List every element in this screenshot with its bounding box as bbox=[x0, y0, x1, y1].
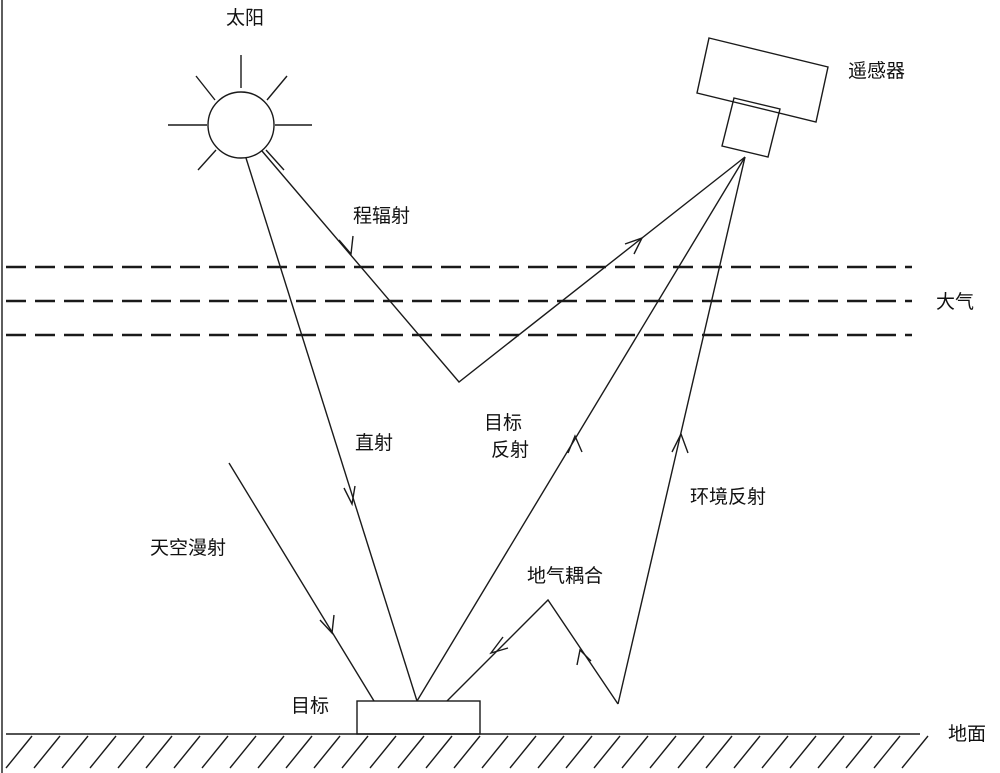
ground-hatch-line bbox=[677, 735, 705, 769]
ground-hatch-line bbox=[845, 735, 873, 769]
sun-icon bbox=[168, 55, 312, 171]
ground-hatch-line bbox=[229, 735, 257, 769]
direct-label: 直射 bbox=[355, 432, 393, 454]
coupling-arrow-icon bbox=[576, 648, 592, 666]
ground-hatch-line bbox=[173, 735, 201, 769]
sun-label: 太阳 bbox=[226, 7, 264, 29]
path-radiance-path bbox=[261, 150, 746, 383]
ground-hatch-line bbox=[33, 735, 61, 769]
ground-hatch-line bbox=[285, 735, 313, 769]
ground-hatch-line bbox=[817, 735, 845, 769]
atmosphere-label: 大气 bbox=[936, 291, 974, 313]
ground-atmosphere-coupling-path bbox=[446, 598, 619, 705]
ground-hatch-line bbox=[509, 735, 537, 769]
ground-hatch-line bbox=[565, 735, 593, 769]
ground-hatch-line bbox=[705, 735, 733, 769]
sensor-icon bbox=[696, 37, 829, 158]
path-radiance-arrow-icon bbox=[338, 235, 354, 256]
target-reflection-path bbox=[416, 156, 746, 702]
ground-atmosphere-coupling-label: 地气耦合 bbox=[527, 565, 603, 587]
ground-hatch-line bbox=[89, 735, 117, 769]
target-box bbox=[356, 700, 481, 735]
environment-reflection-path bbox=[617, 156, 746, 705]
ground-hatch-line bbox=[341, 735, 369, 769]
target-reflection-label-line1: 目标 bbox=[484, 412, 522, 434]
ground-hatch-line bbox=[789, 735, 817, 769]
ground-hatch-line bbox=[313, 735, 341, 769]
ground-hatch-line bbox=[537, 735, 565, 769]
ground-label: 地面 bbox=[948, 723, 986, 745]
ground-hatch-line bbox=[257, 735, 285, 769]
ground-surface bbox=[5, 733, 929, 769]
sky-diffuse-label: 天空漫射 bbox=[150, 537, 226, 559]
direct-radiation-arrow-icon bbox=[343, 485, 356, 507]
ground-hatch-line bbox=[145, 735, 173, 769]
ground-hatch-line bbox=[593, 735, 621, 769]
target-reflection-label-line2: 反射 bbox=[491, 439, 529, 461]
ground-hatch-line bbox=[117, 735, 145, 769]
ground-hatch-line bbox=[201, 735, 229, 769]
ground-hatch-line bbox=[481, 735, 509, 769]
ground-hatch-line bbox=[61, 735, 89, 769]
direct-radiation-path bbox=[245, 157, 418, 702]
sensor-label: 遥感器 bbox=[848, 60, 905, 82]
ground-hatch-line bbox=[649, 735, 677, 769]
target-reflection-arrow-icon bbox=[567, 434, 583, 454]
ground-hatch-line bbox=[5, 735, 33, 769]
ground-hatch-line bbox=[873, 735, 901, 769]
ground-hatch-line bbox=[453, 735, 481, 769]
path-radiance-label: 程辐射 bbox=[353, 205, 410, 227]
path-radiance-arrow-icon bbox=[624, 236, 644, 255]
ground-hatch-line bbox=[761, 735, 789, 769]
ground-hatch-line bbox=[901, 735, 929, 769]
environment-reflection-arrow-icon bbox=[671, 432, 689, 454]
coupling-arrow-icon bbox=[489, 636, 509, 655]
ground-hatch-line bbox=[397, 735, 425, 769]
target-label: 目标 bbox=[291, 695, 329, 717]
ground-hatch-line bbox=[621, 735, 649, 769]
sky-diffuse-path bbox=[228, 462, 375, 702]
ground-hatch-line bbox=[425, 735, 453, 769]
environment-reflection-label: 环境反射 bbox=[690, 486, 766, 508]
ground-hatch-line bbox=[369, 735, 397, 769]
sky-diffuse-arrow-icon bbox=[319, 614, 335, 635]
ground-hatch-line bbox=[733, 735, 761, 769]
